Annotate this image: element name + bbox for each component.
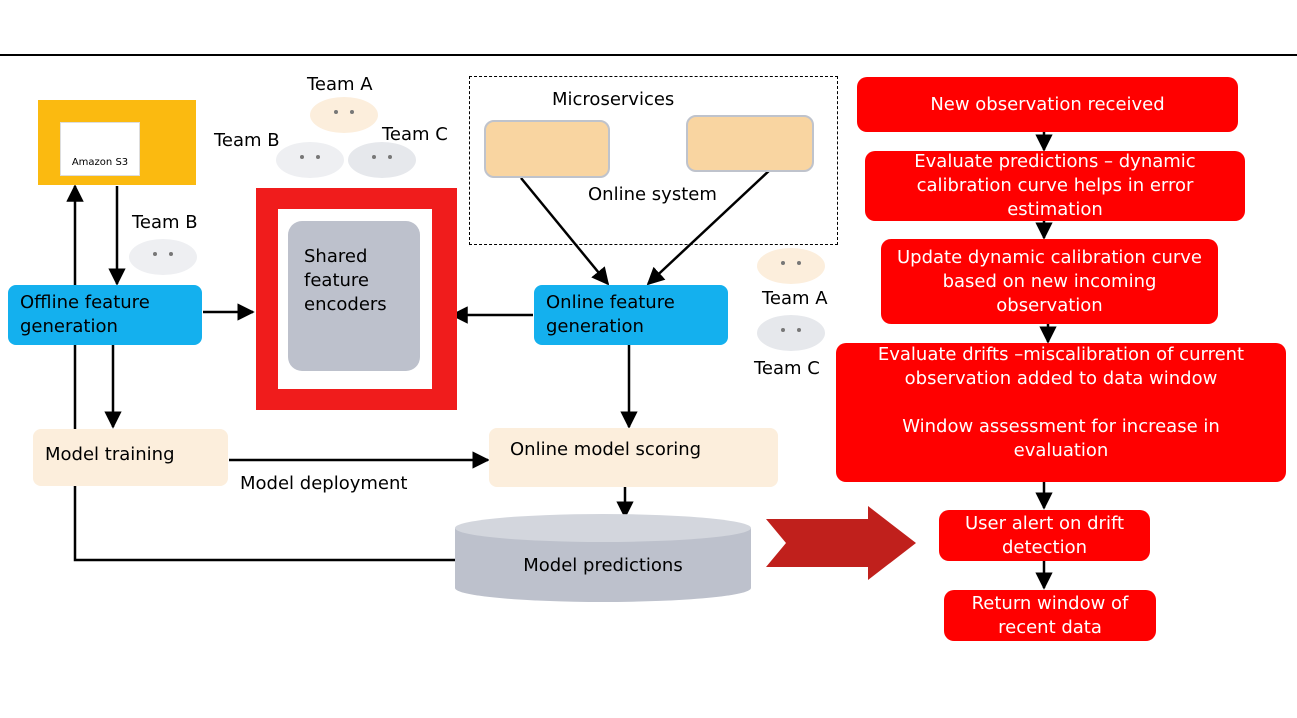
team-c-label-right: Team C bbox=[754, 358, 820, 379]
model-deployment-label: Model deployment bbox=[240, 473, 408, 494]
shared-feature-encoders: Shared feature encoders bbox=[288, 221, 420, 371]
flow-return-window: Return window of recent data bbox=[944, 590, 1156, 641]
face-left-team-b bbox=[129, 239, 197, 275]
online-system-label: Online system bbox=[588, 184, 717, 205]
microservice-2 bbox=[686, 115, 814, 172]
flow-window-assessment-text: Window assessment for increase in evalua… bbox=[902, 416, 1220, 461]
team-a-label-right: Team A bbox=[762, 288, 828, 309]
model-training: Model training bbox=[33, 429, 228, 486]
s3-card: Amazon S3 bbox=[60, 122, 140, 176]
arrow-svc1-to-online bbox=[520, 177, 610, 286]
flow-evaluate-drifts: Evaluate drifts –miscalibration of curre… bbox=[836, 343, 1286, 482]
online-feature-generation: Online feature generation bbox=[534, 285, 728, 345]
flow-update-calibration: Update dynamic calibration curve based o… bbox=[881, 239, 1218, 324]
big-red-arrow bbox=[766, 506, 916, 580]
team-c-label-top: Team C bbox=[382, 124, 448, 145]
face-right-team-c bbox=[757, 315, 825, 351]
model-predictions-label: Model predictions bbox=[523, 555, 683, 576]
flow-evaluate-drifts-text: Evaluate drifts –miscalibration of curre… bbox=[877, 344, 1245, 389]
predictions-cylinder bbox=[455, 514, 751, 602]
face-top-team-c bbox=[348, 142, 416, 178]
team-a-label-top: Team A bbox=[307, 74, 373, 95]
flow-new-observation: New observation received bbox=[857, 77, 1238, 132]
flow-user-alert: User alert on drift detection bbox=[939, 510, 1150, 561]
microservices-container bbox=[469, 76, 838, 245]
arrow-svc2-to-online bbox=[646, 167, 773, 286]
offline-feature-generation: Offline feature generation bbox=[8, 285, 202, 345]
online-model-scoring: Online model scoring bbox=[489, 428, 778, 487]
face-top-team-b bbox=[276, 142, 344, 178]
team-b-label-left: Team B bbox=[132, 212, 198, 233]
microservice-1 bbox=[484, 120, 610, 178]
flow-evaluate-predictions: Evaluate predictions – dynamic calibrati… bbox=[865, 151, 1245, 221]
top-divider bbox=[0, 54, 1297, 56]
face-right-team-a bbox=[757, 248, 825, 284]
microservices-label: Microservices bbox=[552, 89, 675, 110]
face-top-team-a bbox=[310, 97, 378, 133]
s3-label: Amazon S3 bbox=[71, 157, 129, 168]
team-b-label-top: Team B bbox=[214, 130, 280, 151]
